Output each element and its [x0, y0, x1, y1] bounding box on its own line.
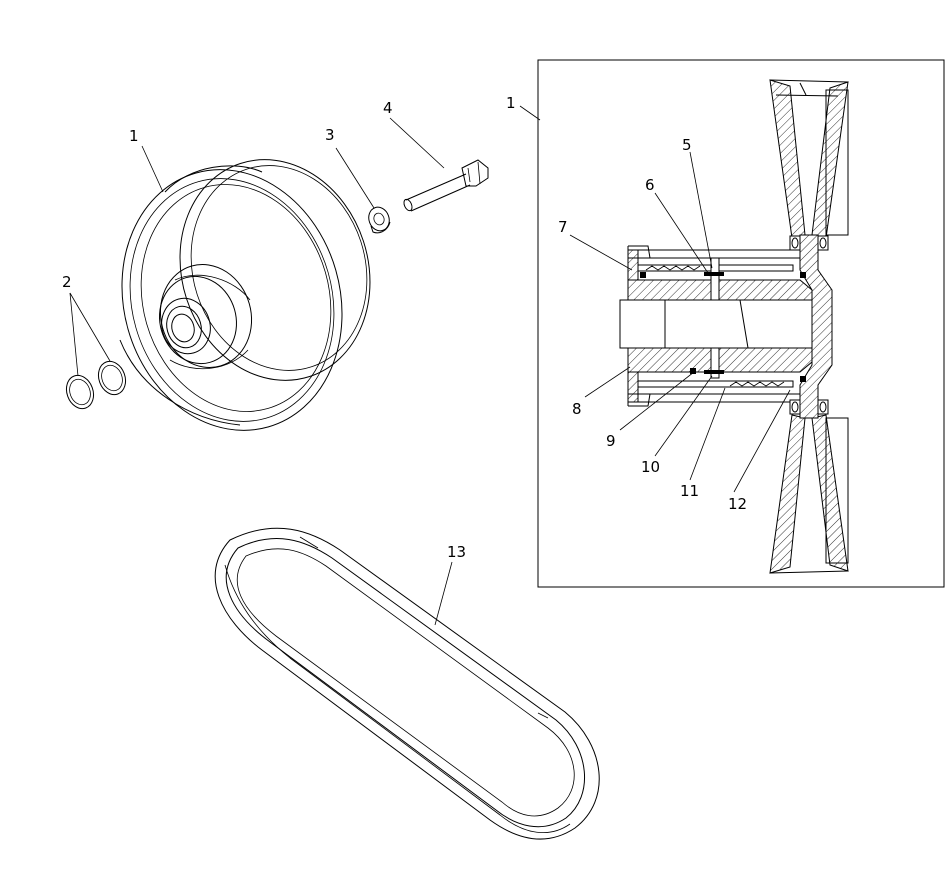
- callout-7: 7: [558, 218, 568, 236]
- o-rings: [65, 360, 127, 410]
- callout-8: 8: [572, 400, 582, 418]
- pulley-assembly: [119, 159, 371, 431]
- drive-belt: [214, 527, 600, 840]
- section-view-frame: [537, 59, 945, 588]
- callout-1-pulley: 1: [129, 127, 139, 145]
- callout-3-washer: 3: [325, 126, 335, 144]
- pulley-cross-section: [619, 79, 849, 574]
- callout-4-bolt: 4: [383, 99, 393, 117]
- callout-6: 6: [645, 176, 655, 194]
- callout-11: 11: [680, 482, 699, 500]
- callout-12: 12: [728, 495, 747, 513]
- callout-labels: 1 2 3 4 1 5 6 7 8 9 10 11 12 13: [62, 94, 747, 561]
- bolt: [403, 159, 489, 212]
- callout-10: 10: [641, 458, 660, 476]
- leader-lines: [69, 105, 791, 626]
- callout-13-belt: 13: [447, 543, 466, 561]
- callout-9: 9: [606, 432, 616, 450]
- callout-2-o-rings: 2: [62, 273, 72, 291]
- callout-1-section: 1: [506, 94, 516, 112]
- washer: [368, 206, 391, 234]
- callout-5: 5: [682, 136, 692, 154]
